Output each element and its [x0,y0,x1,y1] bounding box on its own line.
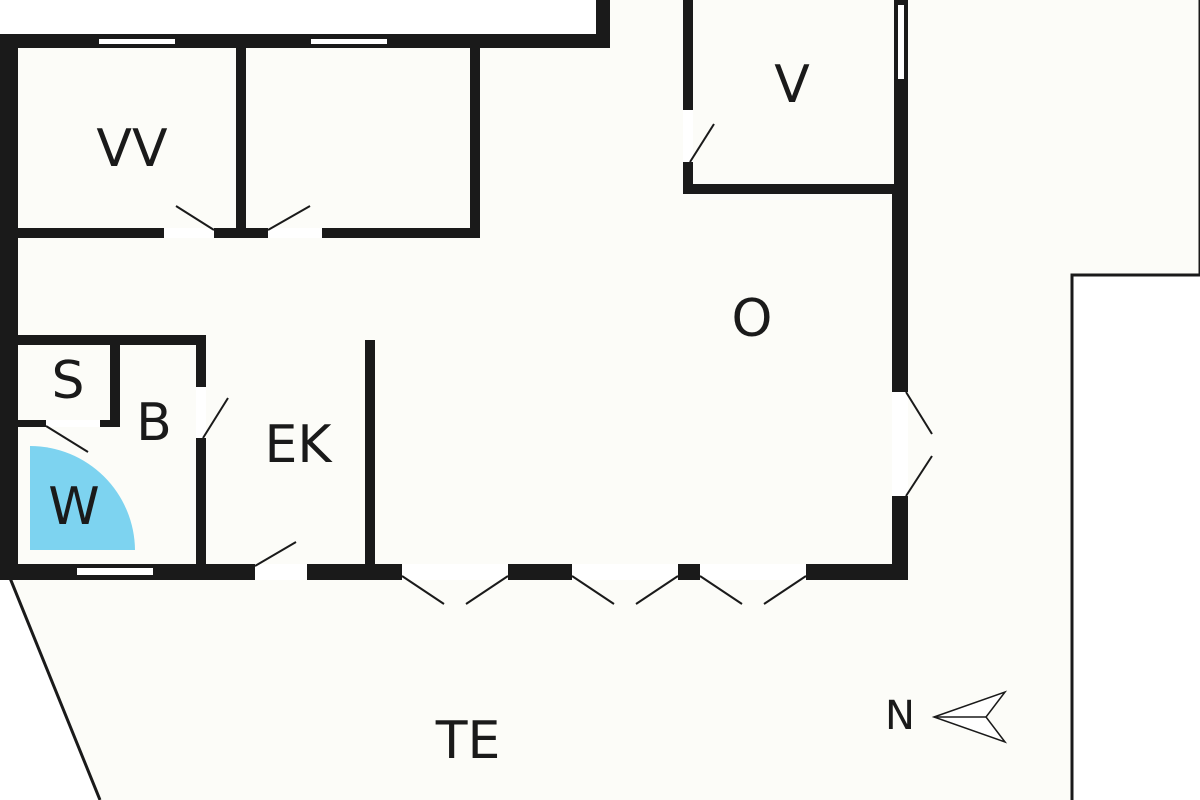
room-label-v: V [774,55,810,115]
wall-bedrooms-divider [236,48,246,236]
walls [0,0,908,580]
wall-v-left-lower [683,162,693,194]
room-label-te: TE [435,711,501,771]
wall-v-bottom [683,184,903,194]
door-ek [254,541,307,580]
window-top-left [97,37,177,46]
room-label-ek: EK [265,415,334,475]
wall-bottom-pier1 [508,564,572,580]
wall-kitchen-partition [365,340,375,570]
wall-right-lower [892,496,908,580]
room-label-s: S [51,351,84,411]
wall-bedrooms-bottom-c [322,228,480,238]
window-right-v [896,3,906,81]
wall-bottom-pier2 [678,564,700,580]
room-label-w: W [48,477,99,537]
wall-bedrooms-right [470,48,480,238]
washer-shape [30,446,135,550]
doors [45,110,933,605]
compass-label: N [885,693,915,739]
wall-v-left-upper [683,0,693,110]
wall-bath-right-upper [196,335,206,387]
floor-area [8,0,1200,800]
window-top-mid [309,37,389,46]
door-bedroom-2 [267,205,322,238]
floor-fill [10,0,1200,800]
wall-storage-bottom-b [100,420,120,427]
room-label-o: O [732,289,773,349]
door-b [196,387,229,439]
wall-bedrooms-bottom-a [18,228,164,238]
terrace-outline-right [1070,0,1200,800]
wall-bottom-mid [307,564,402,580]
window-bottom-left [75,566,155,577]
windows [75,3,906,577]
wall-bottom-right [806,564,908,580]
room-label-vv: VV [96,119,168,179]
room-label-b: B [136,393,172,453]
door-s [45,420,100,453]
wall-storage-right [110,335,120,427]
wall-storage-bottom [18,420,46,427]
door-right [892,391,933,497]
terrace-outline [8,577,102,800]
wall-left [0,34,18,580]
door-vv [164,205,215,238]
door-terrace-2 [571,564,679,605]
wall-top-right-stub [596,0,610,48]
door-terrace-3 [699,564,807,605]
door-v [683,110,715,163]
wall-bath-right-lower [196,438,206,568]
wall-top [0,34,610,48]
wall-bedrooms-bottom-b [214,228,268,238]
wall-right-upper [892,186,908,392]
room-labels: VV V O S B EK W TE [48,55,810,771]
door-terrace-1 [401,564,509,605]
compass: N [885,690,1008,744]
